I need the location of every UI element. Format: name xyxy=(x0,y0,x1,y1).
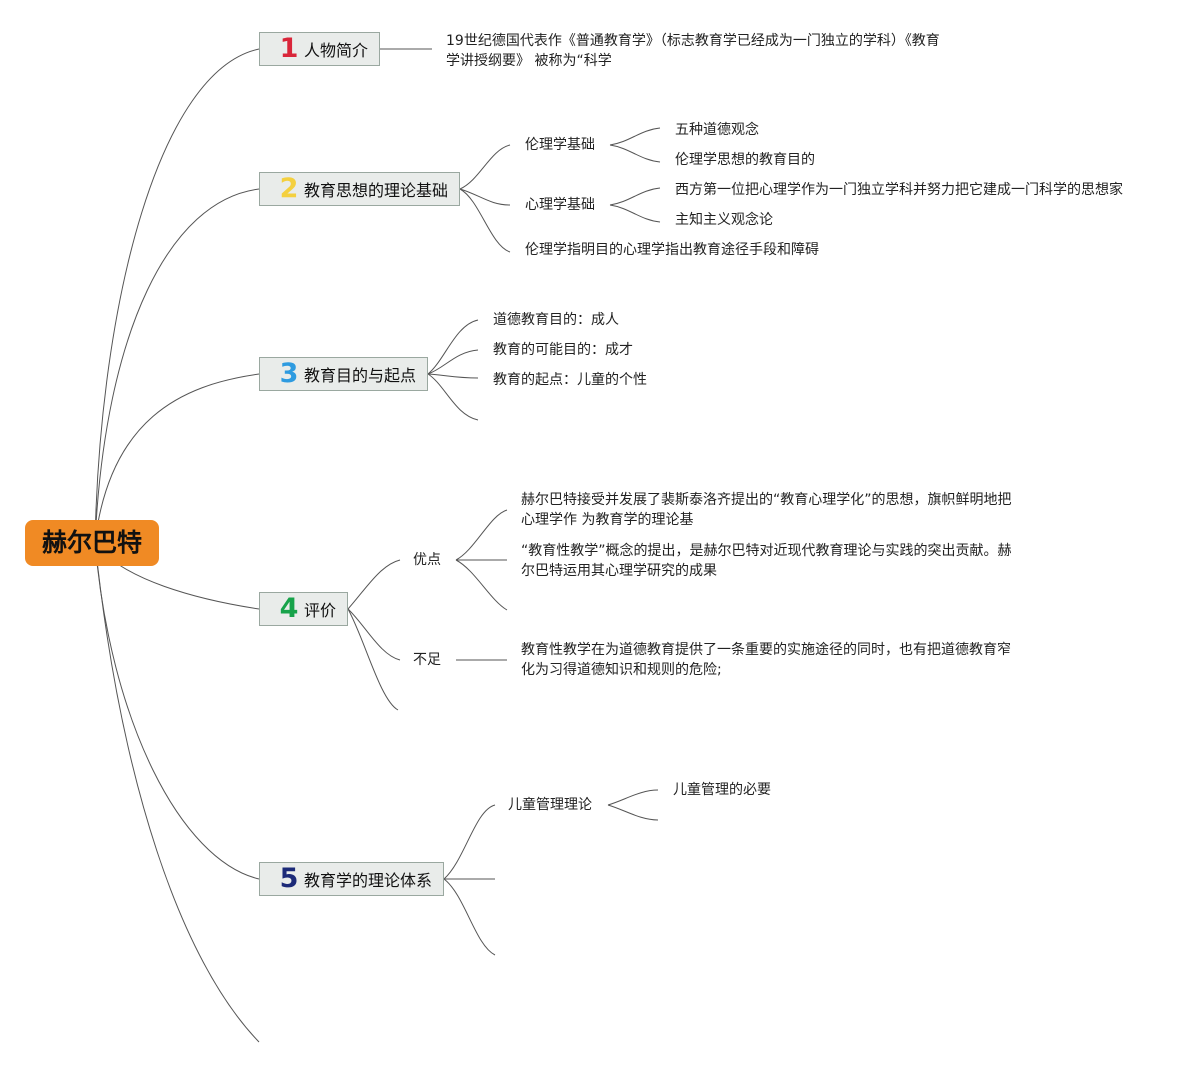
merit-node[interactable]: 优点 xyxy=(413,552,441,568)
topic-label: 教育学的理论体系 xyxy=(304,871,433,890)
aim-item-1[interactable]: 道德教育目的：成人 xyxy=(493,312,619,328)
topic-label: 评价 xyxy=(304,601,337,620)
ethics-psych-combined[interactable]: 伦理学指明目的心理学指出教育途径手段和障碍 xyxy=(525,242,819,258)
psych-basis[interactable]: 心理学基础 xyxy=(525,197,595,213)
intro-text[interactable]: 19世纪德国代表作《普通教育学》（标志教育学已经成为一门独立的学科）《教育学讲授… xyxy=(446,33,940,69)
aim-item-2[interactable]: 教育的可能目的：成才 xyxy=(493,342,633,358)
merit-item-2[interactable]: “教育性教学”概念的提出，是赫尔巴特对近现代教育理论与实践的突出贡献。赫尔巴特运… xyxy=(521,543,1012,579)
ethics-item-2[interactable]: 伦理学思想的教育目的 xyxy=(675,152,815,168)
ethics-item-1[interactable]: 五种道德观念 xyxy=(675,122,759,138)
number-5-icon: 5 xyxy=(279,863,299,894)
topic-aims[interactable]: 3 教育目的与起点 xyxy=(259,357,428,391)
flaw-node[interactable]: 不足 xyxy=(413,652,441,668)
child-management-item-1[interactable]: 儿童管理的必要 xyxy=(673,782,771,798)
ethics-basis[interactable]: 伦理学基础 xyxy=(525,137,595,153)
topic-theory-basis[interactable]: 2 教育思想的理论基础 xyxy=(259,172,460,206)
number-1-icon: 1 xyxy=(279,33,299,64)
psych-item-2[interactable]: 主知主义观念论 xyxy=(675,212,773,228)
number-3-icon: 3 xyxy=(279,358,299,389)
topic-label: 教育目的与起点 xyxy=(304,366,417,385)
topic-label: 教育思想的理论基础 xyxy=(304,181,449,200)
number-2-icon: 2 xyxy=(279,173,299,204)
topic-evaluation[interactable]: 4 评价 xyxy=(259,592,348,626)
topic-intro[interactable]: 1 人物简介 xyxy=(259,32,380,66)
root-node[interactable]: 赫尔巴特 xyxy=(25,520,159,566)
topic-theory-system[interactable]: 5 教育学的理论体系 xyxy=(259,862,444,896)
number-4-icon: 4 xyxy=(279,593,299,624)
topic-label: 人物简介 xyxy=(304,41,369,60)
child-management-node[interactable]: 儿童管理理论 xyxy=(508,797,592,813)
flaw-item-1[interactable]: 教育性教学在为道德教育提供了一条重要的实施途径的同时，也有把道德教育窄化为习得道… xyxy=(521,642,1011,678)
psych-item-1[interactable]: 西方第一位把心理学作为一门独立学科并努力把它建成一门科学的思想家 xyxy=(675,182,1123,198)
aim-item-3[interactable]: 教育的起点：儿童的个性 xyxy=(493,372,647,388)
merit-item-1[interactable]: 赫尔巴特接受并发展了裴斯泰洛齐提出的“教育心理学化”的思想，旗帜鲜明地把心理学作… xyxy=(521,492,1012,528)
